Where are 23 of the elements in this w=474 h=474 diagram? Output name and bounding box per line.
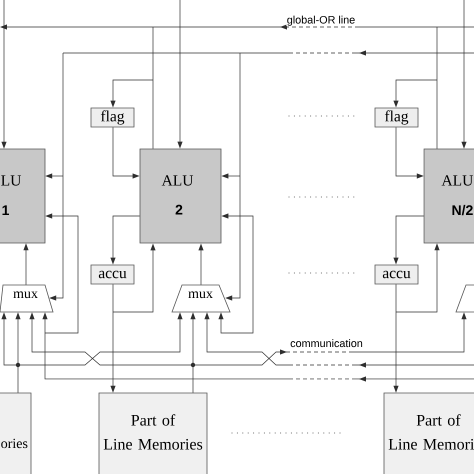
connector-line <box>152 26 154 80</box>
connector-line <box>112 284 114 312</box>
memory-box: Part of Line Memories <box>98 392 208 474</box>
mux-shape <box>455 284 474 312</box>
alu-box: ALU N/2 <box>424 148 474 244</box>
connector-line <box>436 26 474 28</box>
edge-label: communication <box>290 338 364 348</box>
arrow <box>44 332 474 382</box>
memory-box: Part of Line Memori <box>384 392 474 474</box>
connector-line <box>62 52 240 54</box>
memory-box: ories <box>0 392 32 474</box>
connector-line <box>436 26 438 80</box>
alu-box: ALU 2 <box>140 148 222 244</box>
alu-box: LU 1 <box>0 148 46 244</box>
connector-line <box>192 364 194 394</box>
accu-box: accu <box>90 264 134 284</box>
connector-line <box>152 80 154 149</box>
edge-label: global-OR line <box>286 15 356 26</box>
connector-line <box>436 80 438 150</box>
flag-box: flag <box>374 108 418 128</box>
accu-box: accu <box>374 264 418 284</box>
flag-box: flag <box>90 108 134 128</box>
connector-line <box>62 52 64 176</box>
